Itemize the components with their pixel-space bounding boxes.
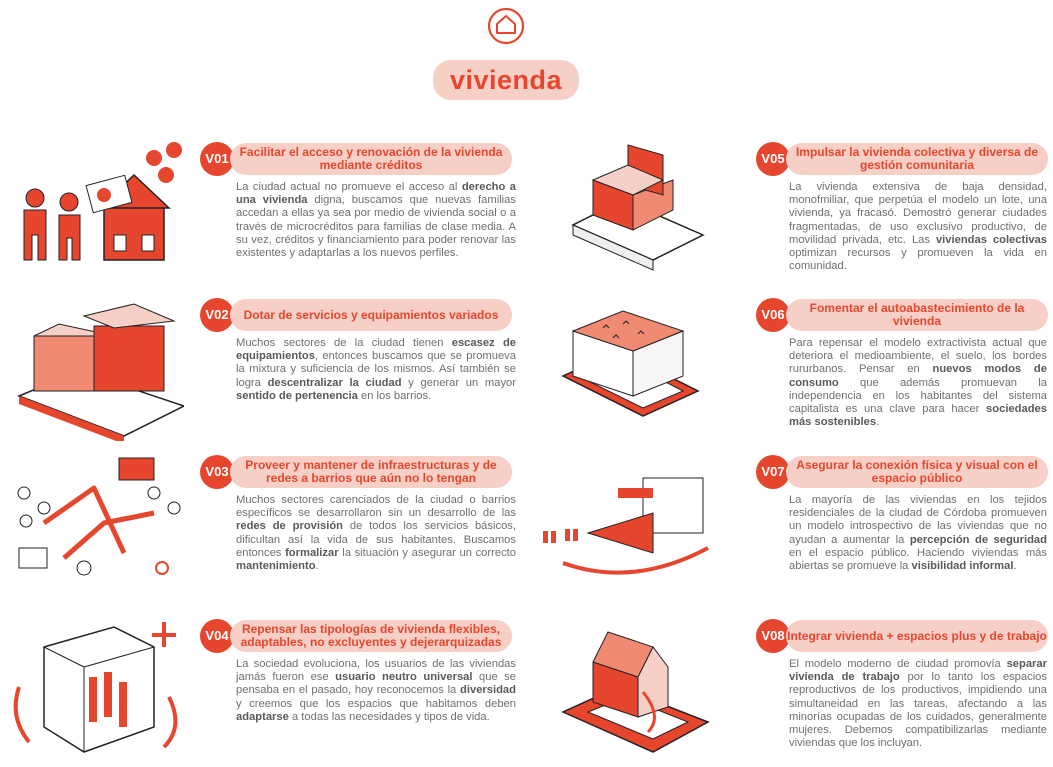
emphasis-text: adaptarse <box>236 710 289 723</box>
emphasis-text: sentido de pertenencia <box>236 389 358 402</box>
item-code-badge: V06 <box>756 298 790 332</box>
body-text: La vivienda extensiva de baja densidad, … <box>789 181 1047 246</box>
body-text: Para repensar el modelo extractivista ac… <box>789 337 1047 376</box>
item-title: Proveer y mantener de infraestructuras y… <box>245 458 497 485</box>
emphasis-text: derecho a una vivienda <box>236 181 516 207</box>
emphasis-text: sociedades más sostenibles <box>789 403 1047 429</box>
item-description: El modelo moderno de ciudad promovía sep… <box>789 658 1047 750</box>
body-text: El modelo moderno de ciudad promovía <box>789 658 1007 670</box>
body-text: que se pensaba en el pasado, hoy reconoc… <box>236 671 516 697</box>
item-title-bar: Fomentar el autoabastecimiento de la viv… <box>786 299 1048 331</box>
item-description: Muchos sectores de la ciudad tienen esca… <box>236 337 516 403</box>
body-text: La mayoría de las viviendas en los tejid… <box>789 494 1047 546</box>
body-text: optimizan recursos y promueven la vida e… <box>789 247 1047 273</box>
collective-housing-icon <box>571 144 705 271</box>
item-description: Para repensar el modelo extractivista ac… <box>789 337 1047 429</box>
item-title: Asegurar la conexión física y visual con… <box>796 458 1038 485</box>
emphasis-text: separar vivienda de trabajo <box>789 658 1047 684</box>
item-description: La mayoría de las viviendas en los tejid… <box>789 494 1047 573</box>
emphasis-text: visibilidad informal <box>911 560 1014 573</box>
item-code-badge: V04 <box>200 619 234 653</box>
item-v07: V07 Asegurar la conexión física y visual… <box>533 453 1053 603</box>
item-v04: V04 Repensar las tipologías de vivienda … <box>4 617 524 767</box>
body-text: y creemos que los espacios que habitamos… <box>236 697 516 710</box>
item-description: La ciudad actual no promueve el acceso a… <box>236 181 516 260</box>
emphasis-text: escasez de equipamientos <box>236 337 516 363</box>
emphasis-text: usuario neutro universal <box>335 671 473 684</box>
people-money-house-icon <box>23 142 182 261</box>
item-v05: V05 Impulsar la vivienda colectiva y div… <box>533 140 1053 290</box>
emphasis-text: descentralizar la ciudad <box>267 376 402 389</box>
emphasis-text: redes de provisión <box>236 520 343 533</box>
item-description: La vivienda extensiva de baja densidad, … <box>789 181 1047 273</box>
item-v01: V01 Facilitar el acceso y renovación de … <box>4 140 524 290</box>
body-text: . <box>1013 560 1017 573</box>
body-text: . <box>315 560 319 573</box>
body-text: . <box>876 416 880 429</box>
item-description: Muchos sectores carenciados de la ciudad… <box>236 494 516 573</box>
flexible-house-icon <box>13 622 178 753</box>
item-title: Integrar vivienda + espacios plus y de t… <box>787 628 1047 643</box>
body-text: de todos los servicios básicos, dificult… <box>236 520 516 559</box>
body-text: en los barrios. <box>357 389 432 402</box>
item-title-bar: Dotar de servicios y equipamientos varia… <box>230 299 512 331</box>
item-title: Repensar las tipologías de vivienda flex… <box>240 622 502 649</box>
item-title-bar: Integrar vivienda + espacios plus y de t… <box>786 620 1048 652</box>
buildings-block-icon <box>16 303 184 441</box>
item-code-badge: V07 <box>756 455 790 489</box>
item-title-bar: Impulsar la vivienda colectiva y diversa… <box>786 143 1048 175</box>
garden-roof-icon <box>561 310 700 417</box>
item-v03: V03 Proveer y mantener de infraestructur… <box>4 453 524 603</box>
item-code-badge: V05 <box>756 142 790 176</box>
emphasis-text: percepción de seguridad <box>909 533 1047 546</box>
house-workspace-icon <box>561 631 710 753</box>
body-text: a todas las necesidades y tipos de vida. <box>288 710 490 723</box>
body-text: en el espacio público. Haciendo vivienda… <box>789 546 1047 573</box>
item-code-badge: V03 <box>200 455 234 489</box>
item-title-bar: Repensar las tipologías de vivienda flex… <box>230 620 512 652</box>
emphasis-text: diversidad <box>460 684 516 697</box>
body-text: la situación y asegurar un correcto <box>338 546 516 559</box>
item-code-badge: V01 <box>200 142 234 176</box>
title-pill <box>433 60 579 100</box>
item-title: Facilitar el acceso y renovación de la v… <box>239 145 503 172</box>
item-title-bar: Proveer y mantener de infraestructuras y… <box>230 456 512 488</box>
body-text: Muchos sectores carenciados de la ciudad… <box>236 494 516 520</box>
body-text: digna, buscamos que nuevas familias acce… <box>236 194 516 260</box>
item-title: Dotar de servicios y equipamientos varia… <box>243 307 499 322</box>
body-text: por lo tanto los espacios reproductivos … <box>789 671 1047 750</box>
item-title: Fomentar el autoabastecimiento de la viv… <box>809 301 1025 328</box>
item-title-bar: Facilitar el acceso y renovación de la v… <box>230 143 512 175</box>
emphasis-text: nuevos modos de consumo <box>789 363 1047 389</box>
header: vivienda <box>0 0 1053 110</box>
item-code-badge: V08 <box>756 619 790 653</box>
emphasis-text: mantenimiento <box>236 560 316 573</box>
emphasis-text: formalizar <box>285 546 339 559</box>
item-v02: V02 Dotar de servicios y equipamientos v… <box>4 296 524 446</box>
body-text: y generar un mayor <box>401 376 516 389</box>
page-title: vivienda <box>449 65 563 95</box>
body-text: La ciudad actual no promueve el acceso a… <box>236 181 462 193</box>
body-text: Muchos sectores de la ciudad tienen <box>236 337 452 349</box>
body-text: que además promuevan la independencia en… <box>789 376 1047 416</box>
item-v06: V06 Fomentar el autoabastecimiento de la… <box>533 296 1053 446</box>
visual-connection-icon <box>543 477 709 575</box>
item-code-badge: V02 <box>200 298 234 332</box>
body-text: La sociedad evoluciona, los usuarios de … <box>236 658 516 684</box>
house-icon <box>487 7 525 45</box>
network-arrows-icon <box>17 457 181 576</box>
item-title-bar: Asegurar la conexión física y visual con… <box>786 456 1048 488</box>
item-description: La sociedad evoluciona, los usuarios de … <box>236 658 516 724</box>
body-text: , entonces buscamos que se promueva la m… <box>236 350 516 389</box>
emphasis-text: viviendas colectivas <box>935 233 1047 246</box>
item-v08: V08 Integrar vivienda + espacios plus y … <box>533 617 1053 767</box>
item-title: Impulsar la vivienda colectiva y diversa… <box>795 145 1039 172</box>
